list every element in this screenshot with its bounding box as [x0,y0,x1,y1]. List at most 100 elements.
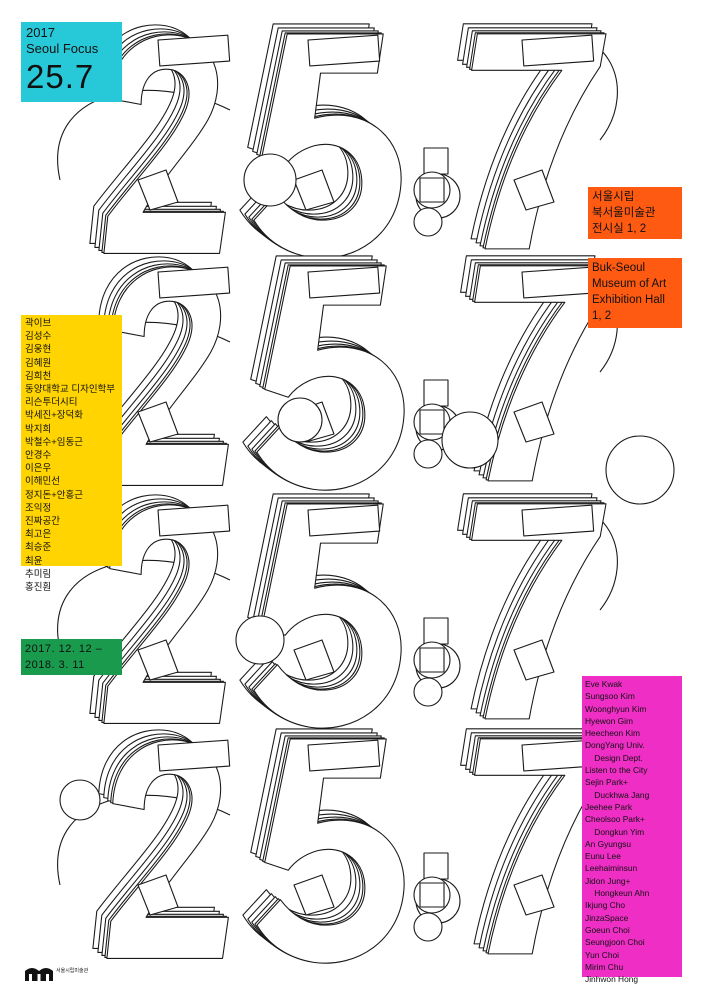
dot-square [423,617,449,645]
venue-korean-line: 전시실 1, 2 [592,223,647,235]
facet-shape [293,639,335,681]
artist-name: Goeun Choi [585,924,630,935]
dot-circle [413,677,443,707]
decorative-circle [59,779,101,821]
decorative-circle [235,615,285,665]
artist-name: Design Dept. [585,752,643,763]
numeral-two-outline [106,739,229,959]
artist-name: Dongkun Yim [585,826,645,837]
facet-shape [157,739,231,772]
artist-name: Yun Choi [585,949,619,960]
dot-circle [413,207,443,237]
artist-name: Hyewon Gim [585,715,633,726]
numeral-two-outline [106,266,229,486]
artist-name: 김희천 [25,370,52,382]
dot-square [419,647,445,673]
numeral-artwork-layer [57,23,675,964]
venue-english-line: Exhibition Hall [592,294,665,306]
museum-logo-text: 서울시립미술관 [56,968,89,974]
artist-name: 박지희 [25,423,52,435]
facet-shape [513,401,555,443]
artist-name: Jeehee Park [585,801,633,812]
facet-shape [307,739,381,772]
series-label: Seoul Focus [26,41,99,56]
artist-name: 최승준 [25,542,52,554]
artist-name: Eunu Lee [585,851,621,862]
artist-name: 추미림 [25,568,52,580]
artist-name: 조익정 [25,502,52,514]
venue-korean: 서울시립 북서울미술관 전시실 1, 2 [588,187,682,239]
numeral-five-outline [256,265,405,491]
decorative-circle [441,411,499,469]
dot-square [419,177,445,203]
artist-name: Eve Kwak [585,679,623,689]
dot-square [423,379,449,407]
dot-square [423,852,449,880]
artists-korean-list: 곽이브 김성수 김웅현 김혜원 김희천 동양대학교 디자인학부 리슨투더시티 박… [21,315,122,593]
date-end: 2018. 3. 11 [25,659,85,671]
numeral-two-outline [103,34,226,254]
artist-name: Duckhwa Jang [585,789,650,800]
facet-shape [293,169,335,211]
artist-name: Seungjoon Choi [585,937,645,948]
facet-shape [157,266,231,299]
artist-name: 곽이브 [25,318,52,329]
dot-square [419,409,445,435]
numeral-seven-outline [471,33,607,250]
artist-name: 홍진훤 [25,582,52,594]
facet-shape [307,34,381,67]
facet-shape [137,169,179,211]
date-start: 2017. 12. 12 – [25,643,103,655]
decorative-circle [277,397,323,443]
artist-name: Hongkeun Ahn [585,888,650,899]
museum-building-icon [25,968,53,981]
facet-shape [307,266,381,299]
artist-name: Jinhwon Hong [585,974,639,985]
artist-name: 김혜원 [25,357,52,369]
artist-name: Woonghyun Kim [585,703,647,714]
decorative-circle [243,153,297,207]
facet-shape [521,266,595,299]
artist-name: Leehaiminsun [585,863,638,874]
venue-korean-line: 북서울미술관 [592,207,656,219]
artist-name: JinzaSpace [585,912,629,923]
artist-name: Mirim Chu [585,961,624,972]
artist-name: Sungsoo Kim [585,691,635,702]
artist-name: Cheolsoo Park+ [585,814,645,825]
artist-name: DongYang Univ. [585,740,645,751]
year-label: 2017 [26,25,55,40]
venue-english: Buk-Seoul Museum of Art Exhibition Hall … [588,258,682,328]
artist-name: 이은우 [25,463,52,475]
artist-name: Heecheon Kim [585,728,640,739]
artist-name: 김성수 [25,331,52,343]
dot-circle [413,439,443,469]
dot-square [423,147,449,175]
artist-name: 진짜공간 [25,516,60,528]
numeral-five-outline [253,33,402,259]
artist-name: 김웅현 [25,344,52,356]
artist-name: 리슨투더시티 [25,397,78,409]
venue-english-line: Buk-Seoul [592,262,646,274]
dot-square [419,882,445,908]
facet-shape [157,34,231,67]
numeral-five-outline [253,503,402,729]
artist-name: Jidon Jung+ [585,875,631,886]
artist-name: 최윤 [25,555,43,567]
facet-shape [521,504,595,537]
numeral-seven-outline [474,738,610,955]
facet-shape [513,169,555,211]
title-block: 2017 Seoul Focus 25.7 [21,22,122,102]
venue-english-line: 1, 2 [592,310,612,322]
artist-name: 박세진+장덕화 [25,410,83,422]
facet-shape [137,874,179,916]
artist-name: 동양대학교 디자인학부 [25,384,116,396]
venue-english-line: Museum of Art [592,278,667,290]
museum-logo: 서울시립미술관 [24,962,104,982]
artist-name: 정지돈+안홍근 [25,489,83,501]
facet-shape [521,34,595,67]
numeral-seven-outline [471,503,607,720]
facet-shape [137,639,179,681]
artist-name: Ikjung Cho [585,900,626,911]
